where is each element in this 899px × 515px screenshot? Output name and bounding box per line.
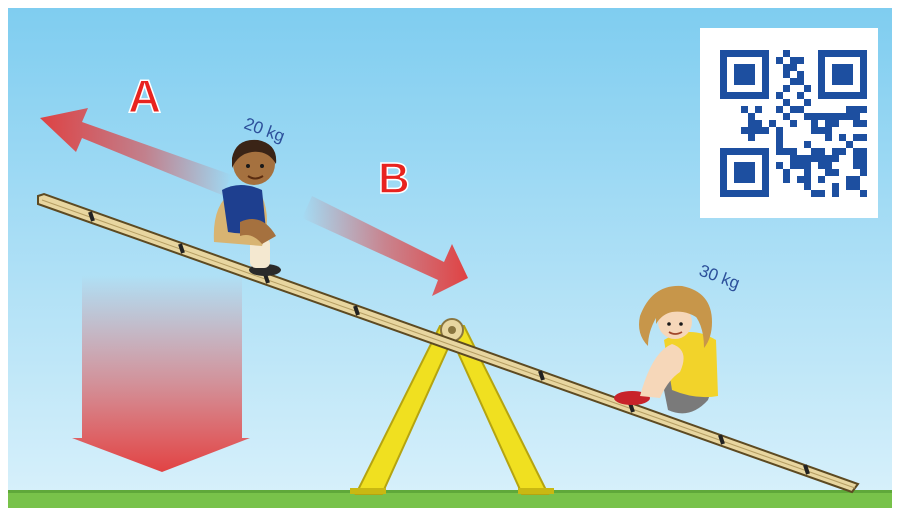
grass [8,492,892,508]
arrow-b-label: B [378,154,410,203]
qr-code[interactable] [700,28,878,218]
arrow-a-label: A [128,70,161,122]
downward-arrow [72,275,250,472]
qr-code-icon [700,28,878,218]
